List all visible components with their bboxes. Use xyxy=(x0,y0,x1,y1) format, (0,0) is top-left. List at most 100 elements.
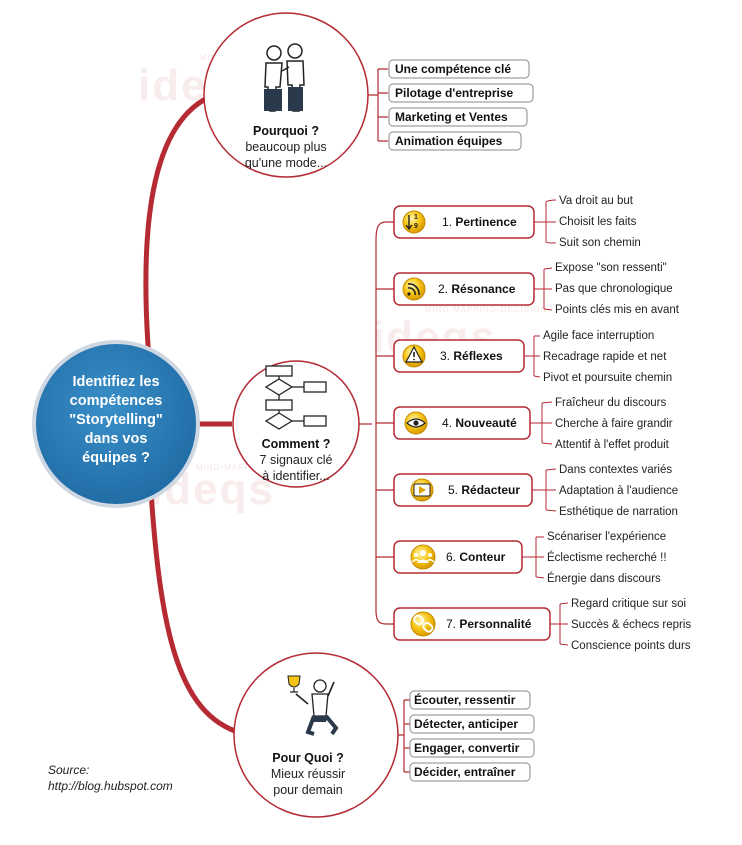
sort-numbers-icon: 1 9 xyxy=(402,210,426,234)
signal-7[interactable]: 7. Personnalité xyxy=(393,607,551,641)
leaf-text: Pas que chronologique xyxy=(555,283,673,295)
two-people-icon xyxy=(264,43,305,112)
branch-line-pour-quoi xyxy=(147,475,249,738)
svg-text:4. Nouveauté: 4. Nouveauté xyxy=(442,416,517,430)
branch-line-pourquoi xyxy=(143,92,215,373)
pill-label: Engager, convertir xyxy=(414,741,520,755)
center-line-1: Identifiez les xyxy=(72,374,159,390)
center-line-2: compétences xyxy=(70,393,163,409)
branch-subtitle-2: qu'une mode... xyxy=(245,156,327,170)
leaf-text: Esthétique de narration xyxy=(559,506,678,518)
play-icon xyxy=(410,478,434,502)
signal-label: Nouveauté xyxy=(455,416,517,430)
center-line-5: équipes ? xyxy=(82,450,150,466)
pill-label: Animation équipes xyxy=(395,134,503,148)
pill-label: Détecter, anticiper xyxy=(414,717,518,731)
pill-label: Pilotage d'entreprise xyxy=(395,86,514,100)
leaf-text: Fraîcheur du discours xyxy=(555,397,666,409)
pill-label: Une compétence clé xyxy=(395,62,511,76)
pill-item[interactable]: Une compétence clé xyxy=(388,59,530,79)
signal-6[interactable]: 6. Conteur xyxy=(393,540,523,574)
branch-subtitle-2: pour demain xyxy=(273,783,343,797)
leaf-text: Agile face interruption xyxy=(543,330,654,342)
leaf-text: Expose "son ressenti" xyxy=(555,262,667,274)
svg-text:6. Conteur: 6. Conteur xyxy=(446,550,506,564)
signal-label: Conteur xyxy=(459,550,505,564)
leaf-text: Pivot et poursuite chemin xyxy=(543,372,672,384)
center-circle xyxy=(32,340,200,508)
signal-number: 3. xyxy=(440,349,450,363)
signal-5[interactable]: 5. Rédacteur xyxy=(393,473,533,507)
leaf-text: Cherche à faire grandir xyxy=(555,418,673,430)
link-icon xyxy=(410,611,436,637)
leaf-text: Énergie dans discours xyxy=(547,572,661,585)
signal-label: Personnalité xyxy=(459,617,531,631)
pill-label: Marketing et Ventes xyxy=(395,110,508,124)
pill-item[interactable]: Marketing et Ventes xyxy=(388,107,528,127)
flowchart-icon xyxy=(264,365,327,430)
branch-title: Comment ? xyxy=(262,437,331,451)
eye-icon xyxy=(404,411,428,435)
signal-connectors xyxy=(359,221,394,625)
svg-text:2. Résonance: 2. Résonance xyxy=(438,282,516,296)
branch-title: Pour Quoi ? xyxy=(272,751,344,765)
source-label: Source: xyxy=(48,763,90,777)
svg-text:3. Réflexes: 3. Réflexes xyxy=(440,349,503,363)
signal-4[interactable]: 4. Nouveauté xyxy=(393,406,531,440)
leaf-text: Conscience points durs xyxy=(571,640,691,652)
branch-node-pourquoi[interactable]: Pourquoi ? beaucoup plus qu'une mode... xyxy=(203,12,369,178)
rss-icon xyxy=(402,277,426,301)
leaf-text: Éclectisme recherché !! xyxy=(547,551,667,564)
signal-number: 1. xyxy=(442,215,452,229)
watermark-tagline: MIND-MAPPING-DECISION xyxy=(425,305,547,314)
leaf-text: Va droit au but xyxy=(559,195,634,207)
signal-number: 6. xyxy=(446,550,456,564)
signal-number: 5. xyxy=(448,483,458,497)
signal-3[interactable]: 3. Réflexes xyxy=(393,339,525,373)
group-icon xyxy=(410,544,436,570)
signal-label: Réflexes xyxy=(453,349,503,363)
branch-node-comment[interactable]: Comment ? 7 signaux clé à identifier... xyxy=(232,360,360,488)
svg-text:7. Personnalité: 7. Personnalité xyxy=(446,617,532,631)
branch-title: Pourquoi ? xyxy=(253,124,319,138)
branch-subtitle-1: beaucoup plus xyxy=(245,140,326,154)
signal-leaves: Va droit au but Choisit les faits Suit s… xyxy=(543,195,691,652)
signal-number: 7. xyxy=(446,617,456,631)
branch-subtitle-1: Mieux réussir xyxy=(271,767,345,781)
pill-item[interactable]: Animation équipes xyxy=(388,131,522,151)
leaf-text: Succès & échecs repris xyxy=(571,619,691,631)
pill-label: Écouter, ressentir xyxy=(414,692,516,707)
branch-node-pour-quoi[interactable]: Pour Quoi ? Mieux réussir pour demain xyxy=(233,652,399,818)
signal-label: Rédacteur xyxy=(461,483,520,497)
branch-subtitle-2: à identifier... xyxy=(262,469,329,483)
pill-item[interactable]: Écouter, ressentir xyxy=(409,690,531,710)
pill-item[interactable]: Détecter, anticiper xyxy=(409,714,535,734)
source-credit: Source: http://blog.hubspot.com xyxy=(48,762,173,794)
branch-subtitle-1: 7 signaux clé xyxy=(260,453,333,467)
signal-2[interactable]: 2. Résonance xyxy=(393,272,535,306)
leaf-text: Adaptation à l'audience xyxy=(559,485,678,497)
pill-item[interactable]: Engager, convertir xyxy=(409,738,535,758)
signal-number: 4. xyxy=(442,416,452,430)
leaf-text: Scénariser l'expérience xyxy=(547,531,666,543)
source-url[interactable]: http://blog.hubspot.com xyxy=(48,779,173,793)
pill-item[interactable]: Pilotage d'entreprise xyxy=(388,83,534,103)
pour-quoi-items: Écouter, ressentir Détecter, anticiper E… xyxy=(398,690,535,782)
leaf-text: Recadrage rapide et net xyxy=(543,351,667,363)
trophy-person-icon xyxy=(287,675,339,736)
center-node: Identifiez les compétences "Storytelling… xyxy=(32,340,200,508)
signal-label: Résonance xyxy=(451,282,515,296)
leaf-text: Attentif à l'effet produit xyxy=(555,439,670,451)
signal-label: Pertinence xyxy=(455,215,517,229)
warning-icon xyxy=(402,344,426,368)
center-line-3: "Storytelling" xyxy=(69,412,163,428)
pill-item[interactable]: Décider, entraîner xyxy=(409,762,531,782)
signal-1[interactable]: 1 9 1. Pertinence xyxy=(393,205,535,239)
svg-text:1. Pertinence: 1. Pertinence xyxy=(442,215,517,229)
svg-text:5. Rédacteur: 5. Rédacteur xyxy=(448,483,520,497)
svg-text:1: 1 xyxy=(414,214,418,221)
leaf-connectors xyxy=(522,199,569,646)
leaf-text: Points clés mis en avant xyxy=(555,304,680,316)
pill-label: Décider, entraîner xyxy=(414,765,516,779)
